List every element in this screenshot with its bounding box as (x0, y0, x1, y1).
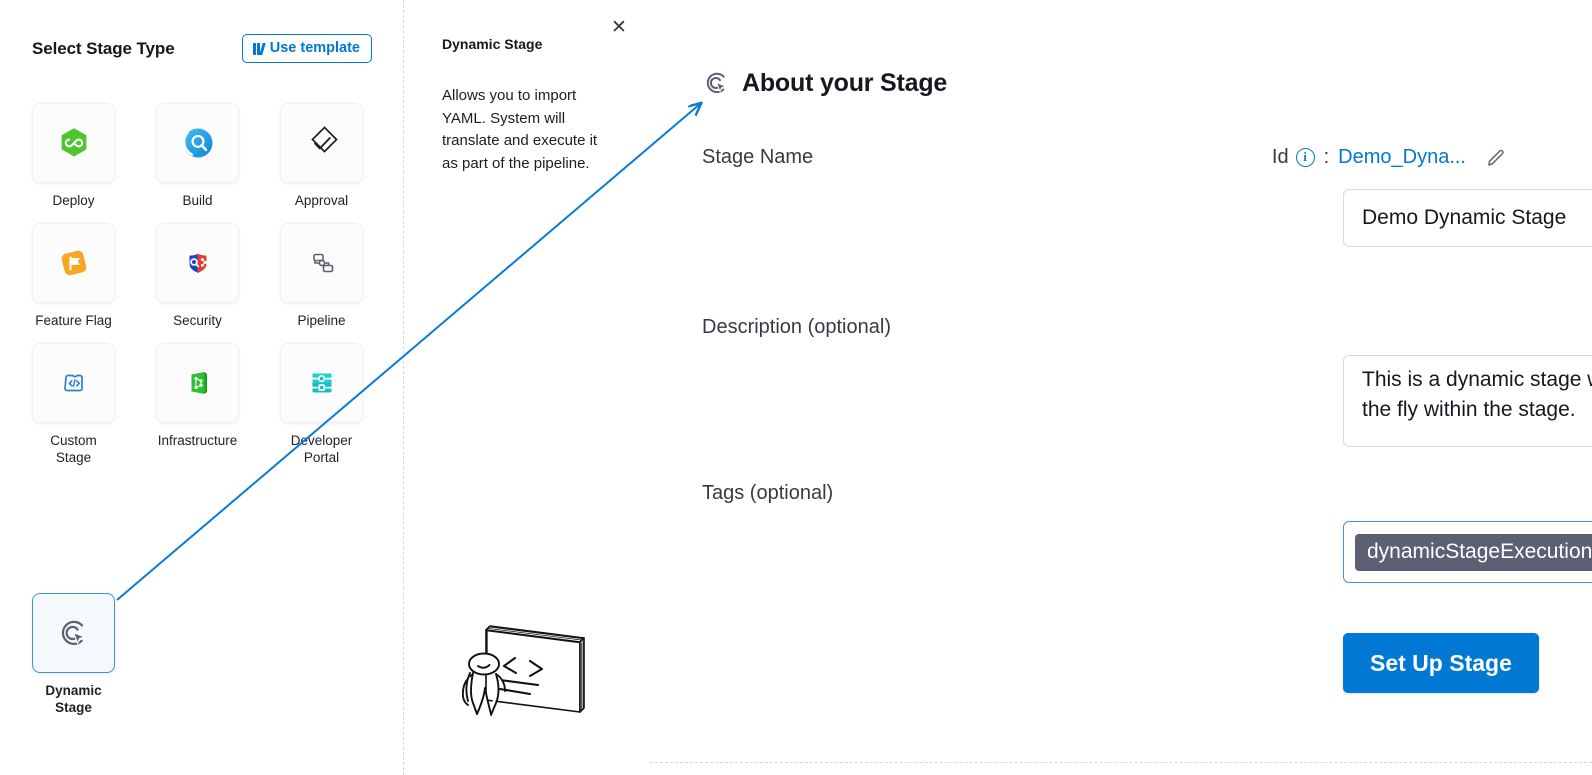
stage-card-label: Infrastructure (157, 433, 238, 448)
stage-id-label: Id (1271, 146, 1289, 168)
infrastructure-nodes-icon (191, 372, 207, 394)
approval-diamond-check-icon (310, 126, 338, 153)
build-magnifier-circle-icon (182, 128, 212, 158)
stage-card-infrastructure[interactable]: Infrastructure (156, 343, 239, 466)
stage-card-label: Dynamic Stage (45, 683, 102, 715)
description-textarea[interactable] (1343, 355, 1592, 447)
custom-stage-code-icon (63, 374, 83, 392)
left-panel-header: Select Stage Type Use template (32, 34, 372, 63)
stage-card-tile (32, 343, 115, 423)
template-bars-icon (253, 42, 266, 55)
stage-info-description: Allows you to import YAML. System will t… (442, 87, 598, 172)
feature-flag-icon (61, 250, 86, 276)
stage-card-custom-stage[interactable]: Custom Stage (32, 343, 115, 466)
stage-name-label: Stage Name (702, 146, 814, 168)
stage-card-label: Pipeline (297, 313, 346, 328)
stage-card-dynamic-stage[interactable]: Dynamic Stage (32, 593, 115, 716)
use-template-label: Use template (269, 40, 360, 56)
stage-type-grid-row-4: Dynamic Stage (32, 593, 115, 716)
page-title: Select Stage Type (32, 38, 175, 58)
stage-card-tile (280, 223, 363, 303)
deploy-hexagon-infinity-icon (61, 128, 86, 157)
stage-card-label: Security (173, 313, 222, 328)
stage-info-title: Dynamic Stage (442, 36, 543, 52)
stage-card-tile (32, 223, 115, 303)
stage-card-deploy[interactable]: Deploy (32, 103, 115, 209)
stage-card-tile (280, 103, 363, 183)
stage-card-tile (32, 103, 115, 183)
tags-input[interactable]: dynamicStageExecution ✕ (1343, 521, 1592, 583)
info-circle-icon[interactable]: i (1295, 148, 1315, 167)
about-your-stage-panel: About your Stage Stage Name Id i : Demo_… (640, 0, 1592, 775)
use-template-button[interactable]: Use template (242, 34, 372, 63)
stage-card-pipeline[interactable]: Pipeline (280, 223, 363, 329)
stage-card-tile (156, 103, 239, 183)
stage-card-security[interactable]: Security (156, 223, 239, 329)
stage-card-label: Approval (294, 193, 349, 208)
stage-id-separator: : (1323, 146, 1330, 168)
about-header: About your Stage (702, 68, 947, 98)
close-icon[interactable]: ✕ (611, 16, 627, 38)
stage-card-label: Build (182, 193, 213, 208)
stage-card-tile (156, 223, 239, 303)
tag-chip: dynamicStageExecution ✕ (1355, 533, 1592, 571)
stage-card-feature-flag[interactable]: Feature Flag (32, 223, 115, 329)
set-up-stage-button[interactable]: Set Up Stage (1343, 633, 1539, 693)
tags-label: Tags (optional) (702, 482, 834, 504)
stage-card-tile (32, 593, 115, 673)
pencil-edit-icon[interactable] (1485, 147, 1507, 169)
description-label: Description (optional) (702, 316, 891, 338)
dynamic-stage-target-cursor-icon (706, 72, 727, 94)
developer-portal-icon (312, 373, 331, 393)
person-presenting-code-screen-illustration (456, 614, 586, 720)
stage-card-developer-portal[interactable]: Developer Portal (280, 343, 363, 466)
stage-name-header: Stage Name Id i : Demo_Dyna... (702, 146, 1507, 169)
stage-card-tile (156, 343, 239, 423)
horizontal-divider (650, 762, 1592, 763)
stage-card-approval[interactable]: Approval (280, 103, 363, 209)
stage-card-tile (280, 343, 363, 423)
stage-card-build[interactable]: Build (156, 103, 239, 209)
stage-card-label: Deploy (52, 193, 95, 208)
stage-info-panel: ✕ Dynamic Stage Allows you to import YAM… (404, 0, 640, 775)
stage-type-grid: Deploy Build (32, 103, 372, 466)
page-title: About your Stage (742, 68, 948, 97)
stage-name-input[interactable] (1343, 189, 1592, 247)
pipeline-nodes-icon (312, 253, 333, 273)
dynamic-stage-target-cursor-icon (61, 620, 85, 645)
security-shields-icon (189, 253, 207, 273)
stage-card-label: Developer Portal (290, 433, 353, 465)
stage-card-label: Custom Stage (50, 433, 97, 465)
stage-card-label: Feature Flag (35, 313, 112, 328)
stage-type-panel: Select Stage Type Use template Deploy (0, 0, 404, 775)
stage-id-group: Id i : Demo_Dyna... (1272, 146, 1507, 169)
stage-id-value[interactable]: Demo_Dyna... (1338, 146, 1466, 168)
tag-chip-label: dynamicStageExecution (1367, 539, 1592, 563)
